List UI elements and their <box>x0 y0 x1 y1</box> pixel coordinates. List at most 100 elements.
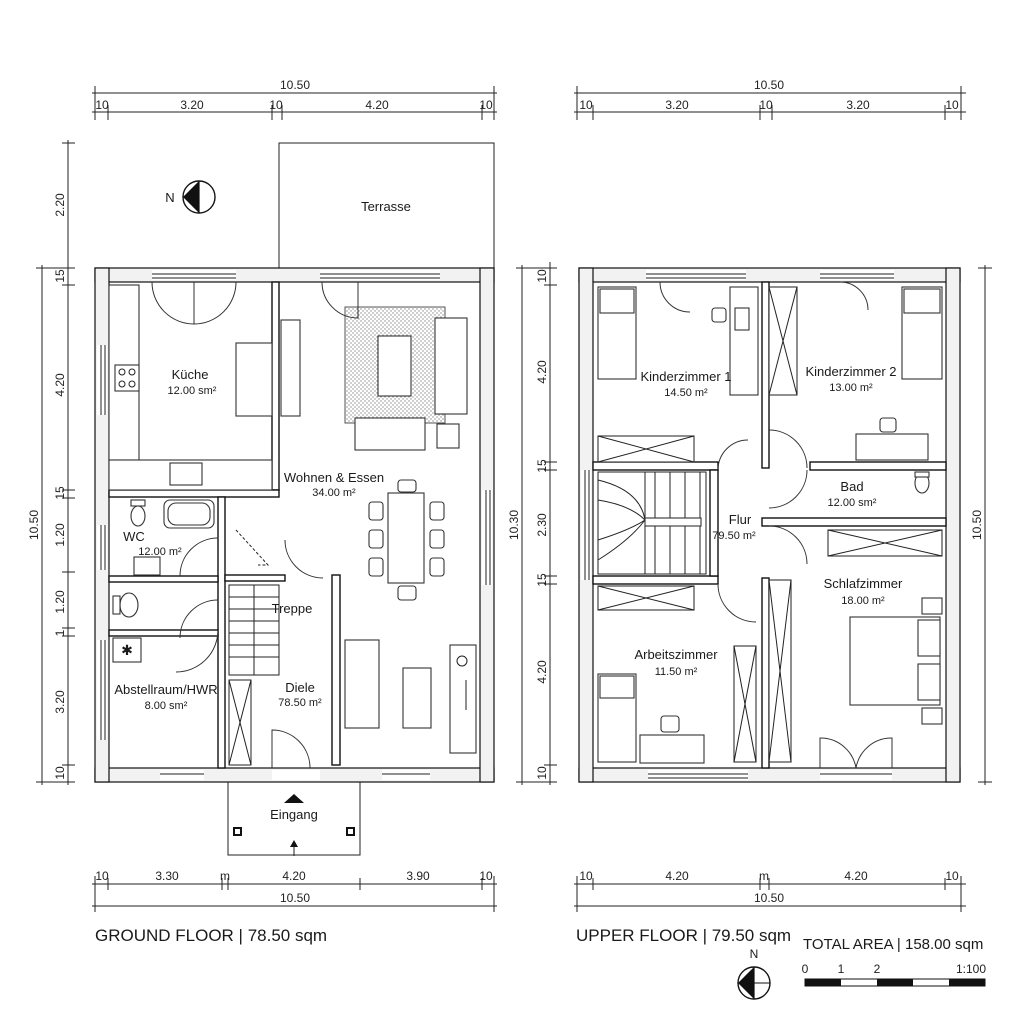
upper-left-total: 10.30 <box>507 510 521 540</box>
ground-bottom-seg-5: 3.90 <box>406 869 430 883</box>
ground-bottom-total: 10.50 <box>280 891 310 905</box>
kids2-area: 13.00 m² <box>829 382 873 394</box>
wc-area: 12.00 m² <box>138 546 182 558</box>
upper-dims-right: 10.50 <box>970 265 992 785</box>
ground-left-seg-6: 1.20 <box>53 590 67 614</box>
storage-room: ✱ Abstellraum/HWR 8.00 sm² <box>112 629 219 712</box>
hall-area: 78.50 m² <box>278 697 322 709</box>
legend-block: TOTAL AREA | 158.00 sqm 0 1 2 1:100 <box>802 936 986 987</box>
upper-dims-left: 10.30 10 4.20 15 2.30 15 4.20 10 <box>507 262 557 785</box>
ground-left-seg-1: 2.20 <box>53 193 67 217</box>
ground-dims-bottom: 10 3.30 m 4.20 3.90 10 10.50 <box>92 869 497 912</box>
ground-bottom-seg-3: m <box>220 869 230 883</box>
upper-bottom-seg-4: 4.20 <box>844 869 868 883</box>
upper-bottom-seg-1: 10 <box>579 869 593 883</box>
upper-floor-title: UPPER FLOOR | 79.50 sqm <box>576 926 791 945</box>
ground-left-seg-9: 10 <box>53 766 67 780</box>
upper-bottom-seg-2: 4.20 <box>665 869 689 883</box>
ground-exterior-walls <box>94 267 495 783</box>
ground-top-seg-5: 10 <box>479 98 493 112</box>
upper-dims-bottom: 10 4.20 m 4.20 10 10.50 <box>574 869 966 912</box>
ground-floor-title: GROUND FLOOR | 78.50 sqm <box>95 926 327 945</box>
hall-label: Diele <box>285 680 315 695</box>
upper-dims-top: 10.50 10 3.20 10 3.20 10 <box>574 78 966 120</box>
total-area: TOTAL AREA | 158.00 sqm <box>803 936 983 953</box>
ground-bottom-seg-6: 10 <box>479 869 493 883</box>
ground-floor-plan: 10.50 10 3.20 10 4.20 10 10.50 2.20 15 4… <box>27 78 497 945</box>
ground-top-seg-4: 4.20 <box>365 98 389 112</box>
ground-bottom-seg-2: 3.30 <box>155 869 179 883</box>
lounge-furniture <box>344 639 477 754</box>
living-area: 34.00 m² <box>312 487 356 499</box>
office-label: Arbeitszimmer <box>634 647 718 662</box>
storage-label: Abstellraum/HWR <box>114 682 217 697</box>
upper-top-seg-1: 10 <box>579 98 593 112</box>
upper-staircase <box>597 471 707 575</box>
upper-left-seg-1: 10 <box>535 269 549 283</box>
upper-left-seg-3: 15 <box>535 459 549 473</box>
bedroom-area: 18.00 m² <box>841 595 885 607</box>
upper-top-total: 10.50 <box>754 78 784 92</box>
office-area: 11.50 m² <box>655 666 698 678</box>
upper-hall-label: Flur <box>729 512 752 527</box>
scale-ratio: 1:100 <box>956 962 986 976</box>
ground-bottom-seg-4: 4.20 <box>282 869 306 883</box>
scale-bar <box>804 978 986 987</box>
ground-interior-walls <box>108 281 341 769</box>
ground-north-label: N <box>165 190 174 205</box>
upper-top-seg-5: 10 <box>945 98 959 112</box>
upper-bottom-total: 10.50 <box>754 891 784 905</box>
entrance-label: Eingang <box>270 807 318 822</box>
storage-area: 8.00 sm² <box>145 700 188 712</box>
upper-bottom-seg-3: m <box>759 869 769 883</box>
bath-room: Bad 12.00 sm² <box>768 469 930 509</box>
stairs-label: Treppe <box>272 601 313 616</box>
upper-floor-plan: 10.50 10 3.20 10 3.20 10 10.30 10 4.20 1… <box>507 78 992 1000</box>
kitchen-room: Küche 12.00 sm² <box>108 281 273 491</box>
ground-left-seg-8: 3.20 <box>53 690 67 714</box>
upper-hall-area: 79.50 m² <box>712 530 756 542</box>
upper-left-seg-2: 4.20 <box>535 360 549 384</box>
ground-left-total: 10.50 <box>27 510 41 540</box>
bath-area: 12.00 sm² <box>828 497 877 509</box>
ground-top-seg-1: 10 <box>95 98 109 112</box>
ground-top-total: 10.50 <box>280 78 310 92</box>
office-room: Arbeitszimmer 11.50 m² <box>597 585 757 764</box>
ground-staircase: Treppe <box>228 529 324 766</box>
upper-top-seg-2: 3.20 <box>665 98 689 112</box>
kids1-label: Kinderzimmer 1 <box>640 369 731 384</box>
ground-left-seg-4: 15 <box>53 486 67 500</box>
toilet-room <box>112 592 219 639</box>
upper-top-seg-4: 3.20 <box>846 98 870 112</box>
kids1-area: 14.50 m² <box>664 387 708 399</box>
upper-top-seg-3: 10 <box>759 98 773 112</box>
upper-north-arrow: N <box>737 947 771 1000</box>
ground-left-seg-5: 1.20 <box>53 523 67 547</box>
bedroom-room: Schlafzimmer 18.00 m² <box>768 529 943 769</box>
kids2-label: Kinderzimmer 2 <box>805 364 896 379</box>
ground-top-seg-3: 10 <box>269 98 283 112</box>
upper-right-total: 10.50 <box>970 510 984 540</box>
wc-room: WC 12.00 m² <box>123 499 219 577</box>
wc-label: WC <box>123 529 145 544</box>
ground-left-seg-2: 15 <box>53 269 67 283</box>
ground-left-seg-7: 1 <box>53 629 67 636</box>
upper-left-seg-6: 4.20 <box>535 660 549 684</box>
ground-dims-left: 10.50 2.20 15 4.20 15 1.20 1.20 1 3.20 1… <box>27 140 75 785</box>
hall-room: Diele 78.50 m² <box>271 680 322 769</box>
ground-bottom-seg-1: 10 <box>95 869 109 883</box>
upper-left-seg-5: 15 <box>535 573 549 587</box>
scale-tick-1: 1 <box>838 962 845 976</box>
entrance-area: Eingang <box>227 782 361 856</box>
living-dining-room: Wohnen & Essen 34.00 m² <box>280 281 468 601</box>
kitchen-label: Küche <box>172 367 209 382</box>
svg-text:✱: ✱ <box>121 642 133 658</box>
kids-room-2: Kinderzimmer 2 13.00 m² <box>768 281 943 469</box>
terrace-area: Terrasse <box>278 142 495 268</box>
ground-north-arrow: N <box>165 180 216 214</box>
kitchen-area: 12.00 sm² <box>168 385 217 397</box>
terrace-label: Terrasse <box>361 199 411 214</box>
upper-interior-walls <box>592 281 947 769</box>
ground-dims-top: 10.50 10 3.20 10 4.20 10 <box>92 78 497 120</box>
